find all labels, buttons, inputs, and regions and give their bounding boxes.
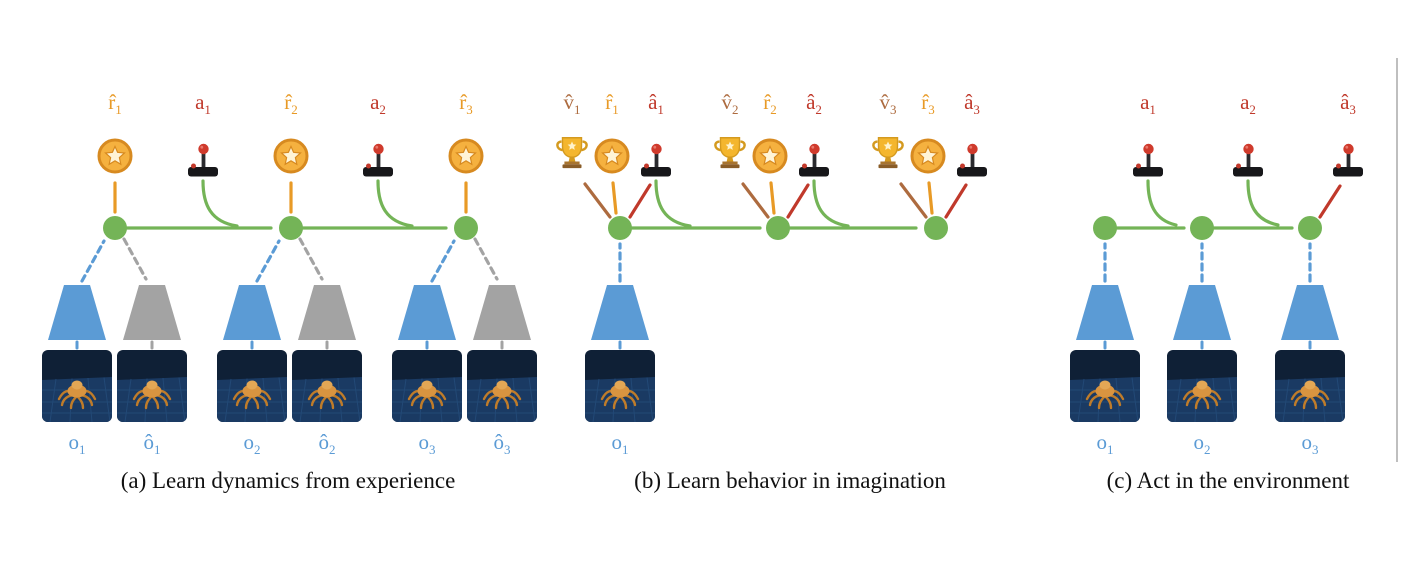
transition-arrows: [125, 179, 448, 230]
reward-arrows: [113, 181, 468, 214]
reward-arrows: [611, 181, 934, 215]
predicted-action-arrow: [1318, 184, 1342, 219]
encode-arrows: [80, 239, 456, 283]
image-decoder-ticks: [150, 340, 504, 350]
panel-a-arrows: [75, 179, 504, 350]
image-encoder-ticks: [1103, 340, 1312, 350]
encode-arrows: [1103, 242, 1312, 283]
transition-arrows: [1115, 179, 1294, 230]
value-arrows: [583, 182, 928, 219]
transition-arrows: [630, 179, 918, 230]
decode-arrows: [122, 237, 499, 281]
panel-c-arrows: [1103, 179, 1342, 350]
action-arrows: [628, 183, 968, 219]
image-encoder-ticks: [75, 340, 429, 350]
page-edge-line: [1396, 58, 1398, 462]
panel-b-arrows: [583, 179, 968, 350]
